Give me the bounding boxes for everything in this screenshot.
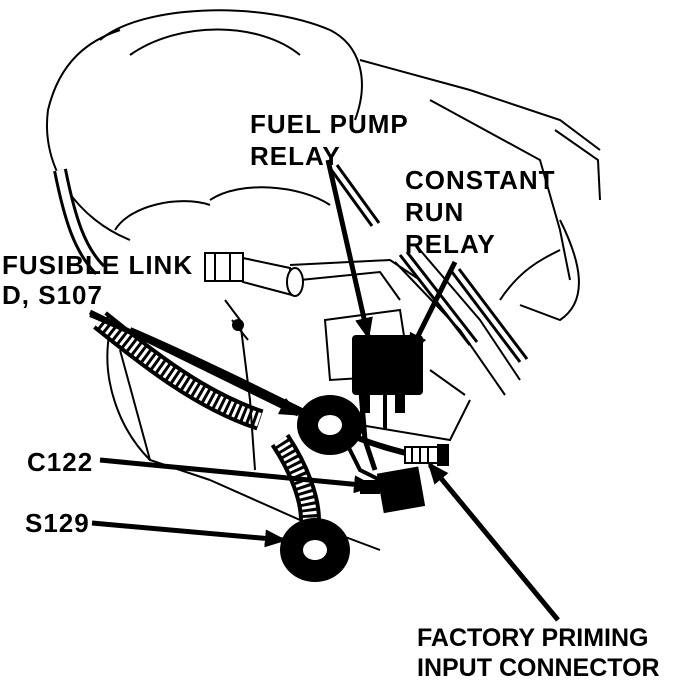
c122-arrow bbox=[99, 457, 376, 494]
factory-priming-label: FACTORY PRIMING INPUT CONNECTOR bbox=[417, 623, 660, 683]
constant-run-relay-label-line3: RELAY bbox=[405, 229, 496, 259]
engine-bay-outline bbox=[46, 9, 601, 551]
fuel-pump-relay-arrow bbox=[325, 159, 373, 340]
fusible-link-label: FUSIBLE LINK D, S107 bbox=[2, 250, 193, 310]
ribbed-hose bbox=[53, 168, 321, 521]
fusible-link-label-line1: FUSIBLE LINK bbox=[2, 250, 194, 280]
c122-label: C122 bbox=[27, 447, 94, 477]
sensor-fitting bbox=[204, 252, 304, 297]
fusible-link-label-line2: D, S107 bbox=[2, 280, 103, 310]
constant-run-relay bbox=[385, 335, 423, 413]
constant-run-relay-arrow bbox=[407, 260, 458, 356]
factory-priming-label-line1: FACTORY PRIMING bbox=[417, 624, 649, 652]
fuel-pump-relay-label-line1: FUEL PUMP bbox=[250, 109, 409, 139]
s129-grommet bbox=[280, 518, 350, 582]
factory-priming-label-line2: INPUT CONNECTOR bbox=[417, 654, 660, 682]
s129-arrow bbox=[91, 520, 287, 548]
factory-priming-connector bbox=[404, 444, 449, 466]
factory-priming-arrow bbox=[427, 461, 560, 622]
wire-bracket bbox=[224, 299, 256, 471]
constant-run-relay-label: CONSTANT RUN RELAY bbox=[405, 164, 556, 260]
s107-grommet bbox=[297, 395, 363, 455]
fuel-pump-relay-label-line2: RELAY bbox=[250, 141, 341, 171]
leader-arrows bbox=[88, 159, 560, 622]
fuel-pump-relay-label: FUEL PUMP RELAY bbox=[250, 108, 409, 172]
s129-label: S129 bbox=[25, 508, 90, 538]
constant-run-relay-label-line1: CONSTANT bbox=[405, 165, 556, 195]
fusible-link-arrow bbox=[88, 309, 302, 417]
hatch-strip bbox=[328, 164, 529, 363]
constant-run-relay-label-line2: RUN bbox=[405, 197, 465, 227]
